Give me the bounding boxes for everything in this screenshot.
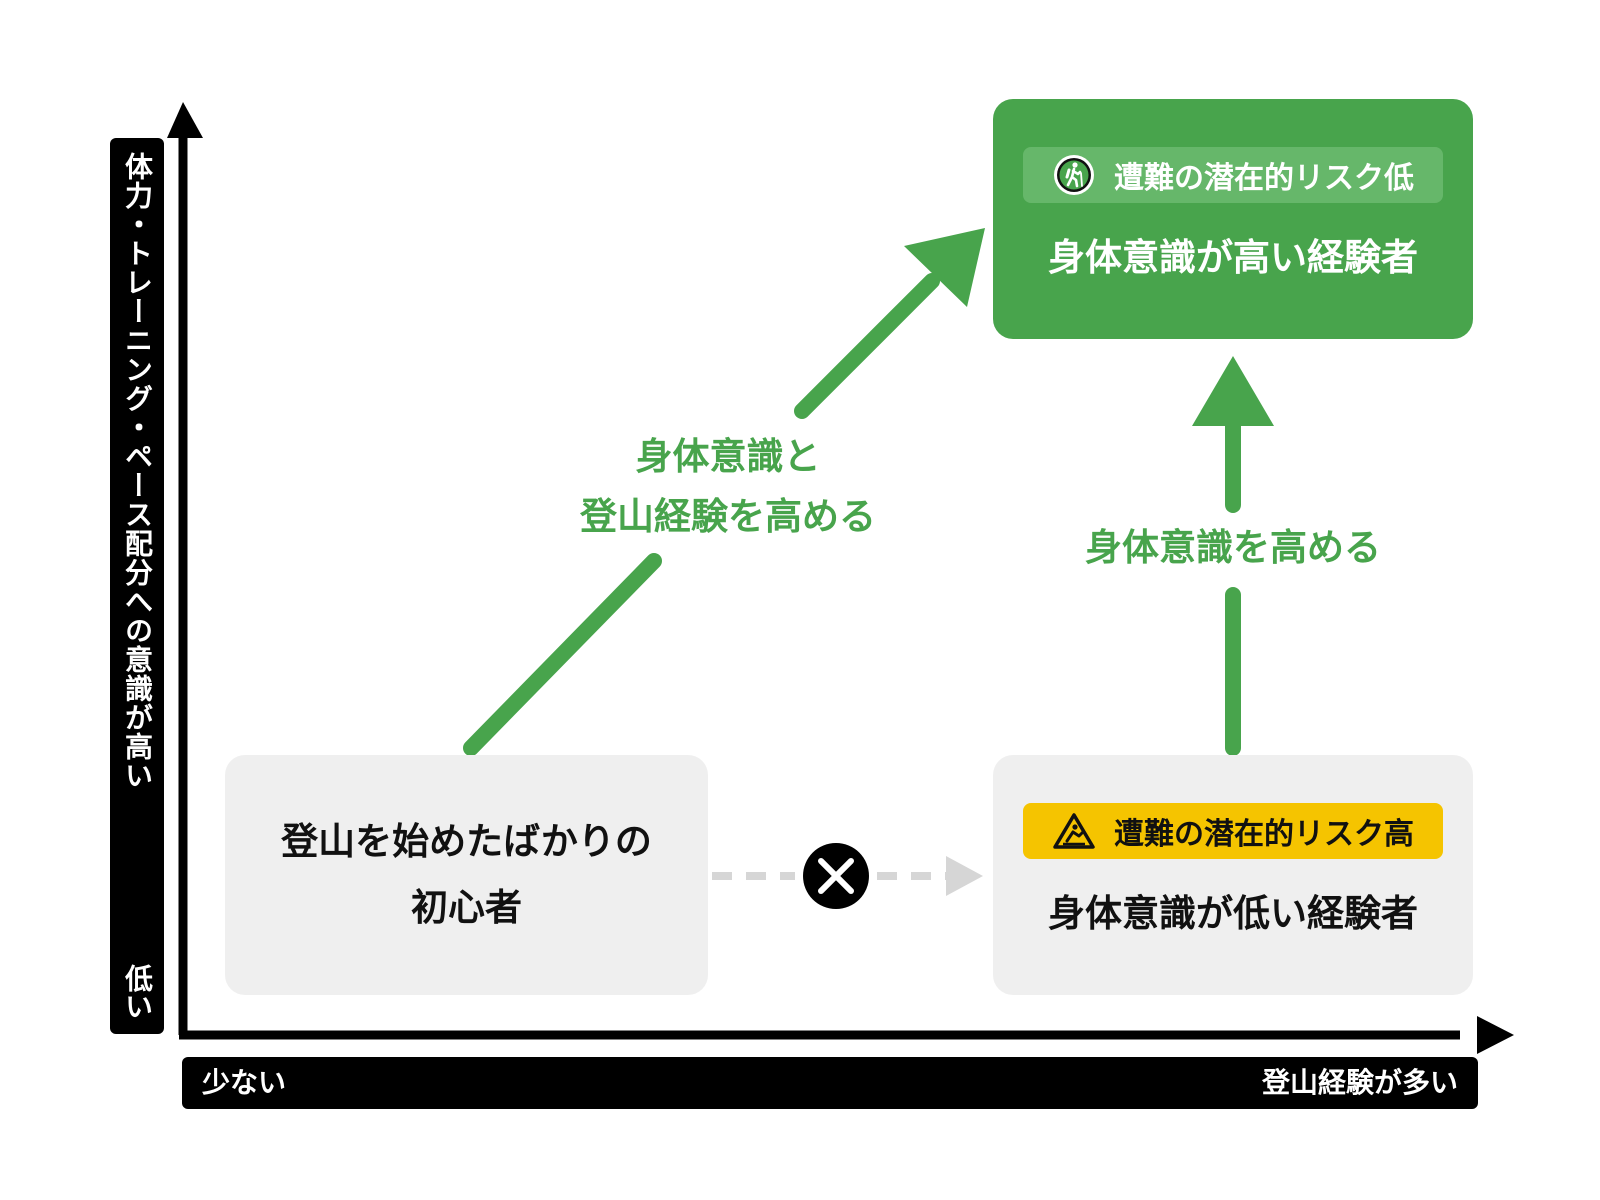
diagonal-arrow-lower [463,553,662,756]
beginner-line-1: 登山を始めたばかりの [281,820,652,863]
y-axis-low-label: 低い [121,964,154,1020]
low-risk-badge: 遭難の潜在的リスク低 [1023,147,1443,203]
slip-warning-icon [1052,812,1096,850]
vertical-arrowhead [1192,356,1274,426]
low-awareness-box: 遭難の潜在的リスク高 身体意識が低い経験者 [993,755,1473,995]
y-axis-high-label: 体力・トレーニング・ペース配分への意識が高い [121,152,154,790]
beginner-line-2: 初心者 [411,886,522,929]
diagonal-arrow-label-line-2: 登山経験を高める [580,495,876,538]
vertical-arrow-label: 身体意識を高める [1048,518,1418,578]
high-risk-badge: 遭難の潜在的リスク高 [1023,803,1443,859]
low-risk-badge-text: 遭難の潜在的リスク低 [1114,161,1414,196]
x-axis-label-bar: 少ない 登山経験が多い [182,1057,1478,1109]
x-axis-high-label: 登山経験が多い [1261,1066,1458,1099]
high-risk-badge-text: 遭難の潜在的リスク高 [1114,817,1414,852]
high-awareness-title: 身体意識が高い経験者 [1048,236,1418,279]
diagonal-arrowhead [904,228,985,307]
diagonal-arrow-upper [794,273,940,419]
vertical-arrow-label-text: 身体意識を高める [1085,526,1381,569]
x-axis-arrowhead [1477,1016,1514,1054]
high-awareness-box: 遭難の潜在的リスク低 身体意識が高い経験者 [993,99,1473,339]
dashed-arrowhead [946,856,983,896]
diagonal-arrow-label: 身体意識と 登山経験を高める [548,427,908,547]
hiker-icon [1052,153,1096,197]
low-awareness-title: 身体意識が低い経験者 [1048,892,1418,935]
diagonal-arrow-label-line-1: 身体意識と [635,435,821,478]
close-icon [803,843,869,909]
x-axis-low-label: 少ない [202,1066,287,1099]
beginner-box: 登山を始めたばかりの 初心者 [225,755,708,995]
y-axis-arrowhead [167,102,203,138]
y-axis-label-bar: 体力・トレーニング・ペース配分への意識が高い 低い [110,138,164,1034]
